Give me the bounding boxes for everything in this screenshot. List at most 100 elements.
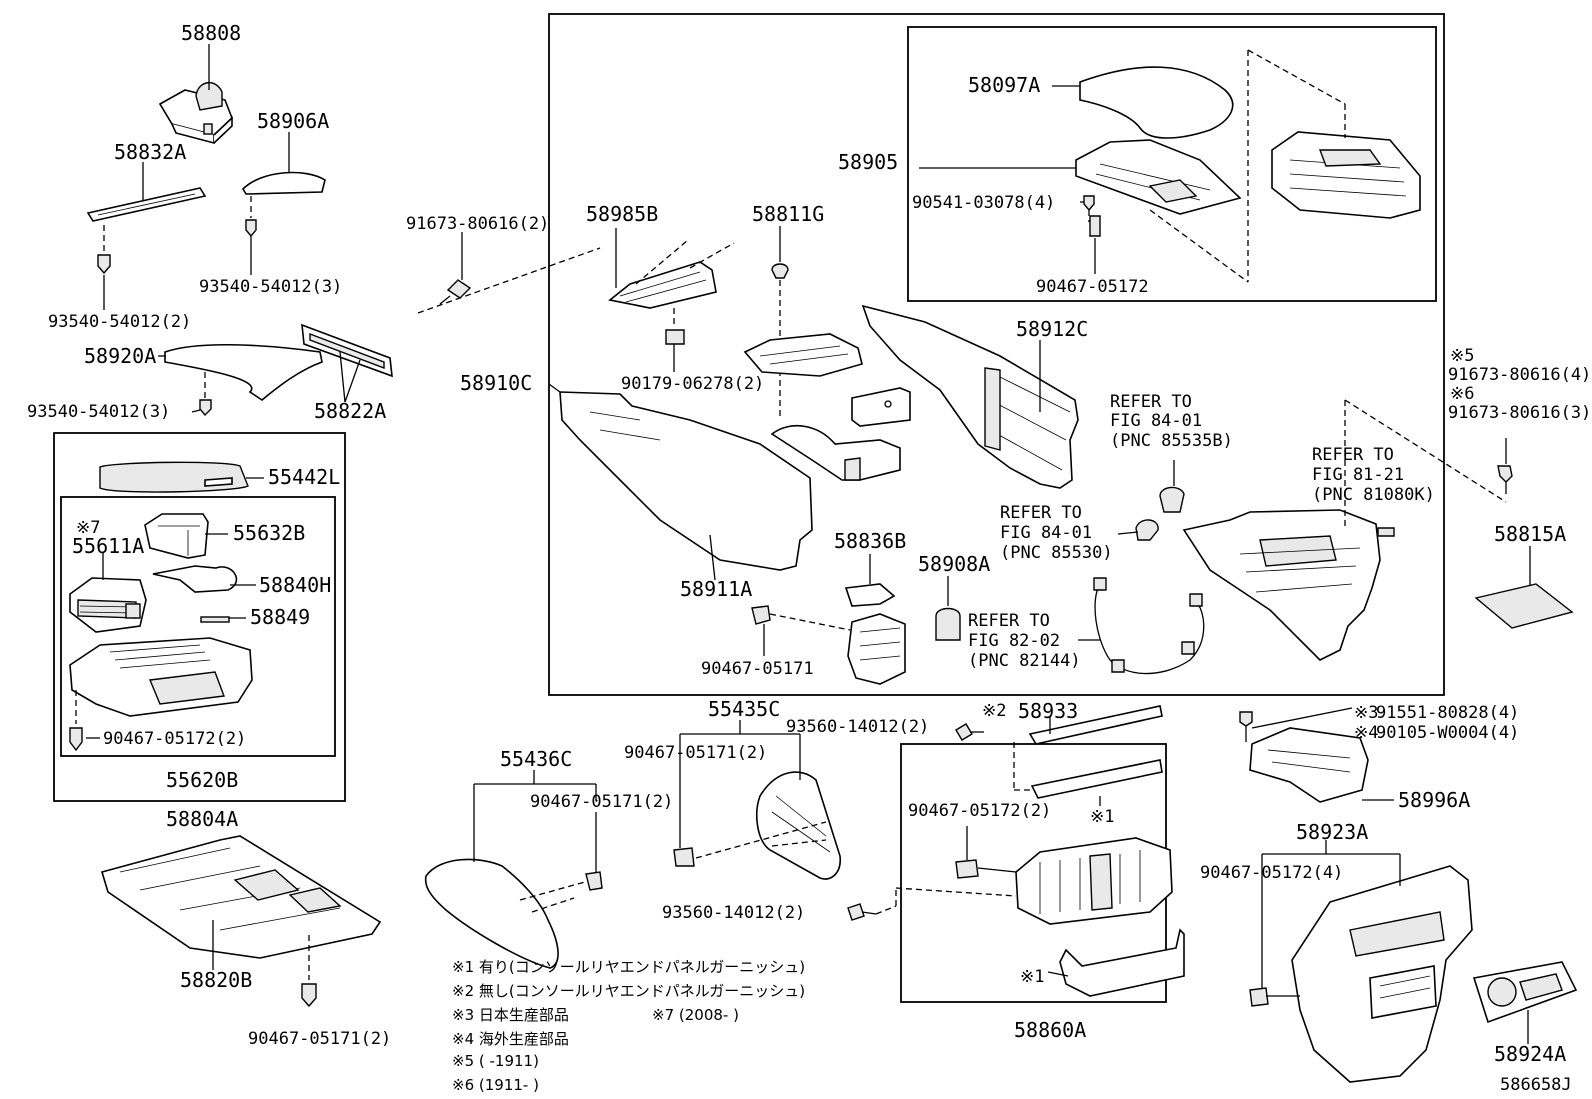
label-58860A[interactable]: 58860A [1014,1018,1086,1042]
refer-85530-line2[interactable]: FIG 84-01 [1000,523,1092,543]
label-58840H[interactable]: 58840H [259,573,331,597]
refer-85530-line1[interactable]: REFER TO [1000,503,1082,523]
note-3: ※3 日本生産部品 [452,1006,569,1024]
label-58985B[interactable]: 58985B [586,202,658,226]
cap-58906A-drawing [241,171,326,238]
label-91551-80828-4[interactable]: 91551-80828(4) [1376,703,1519,723]
label-90467-05171[interactable]: 90467-05171 [701,659,814,679]
refer-85535B-line3[interactable]: (PNC 85535B) [1110,431,1233,451]
lid-55436C-drawing [424,770,603,969]
label-58804A[interactable]: 58804A [166,807,238,831]
harness-82144-drawing [1078,577,1205,675]
label-58908A[interactable]: 58908A [918,552,990,576]
strip-58849-drawing [200,616,230,623]
label-90467-05171-2b[interactable]: 90467-05171(2) [624,743,767,763]
label-58905[interactable]: 58905 [838,150,898,174]
garnish-m1-drawing [1030,759,1163,806]
refer-82144-line3[interactable]: (PNC 82144) [968,651,1081,671]
label-93540-54012-3b[interactable]: 93540-54012(3) [27,402,170,422]
label-91673-80616-4[interactable]: 91673-80616(4) [1448,365,1591,385]
armrest-subassembly-frame [907,26,1437,302]
marker-m1a[interactable]: ※1 [1090,807,1114,827]
label-90467-05172-2b[interactable]: 90467-05172(2) [908,801,1051,821]
label-55436C[interactable]: 55436C [500,747,572,771]
note-7: ※7 (2008- ) [652,1006,739,1024]
label-58996A[interactable]: 58996A [1398,788,1470,812]
vent-58860A-drawing [955,826,1173,925]
note-6: ※6 (1911- ) [452,1076,539,1094]
label-58811G[interactable]: 58811G [752,202,824,226]
label-90467-05171-2c[interactable]: 90467-05171(2) [530,792,673,812]
label-58906A[interactable]: 58906A [257,109,329,133]
legend-notes: ※1 有り(コンソールリヤエンドパネルガーニッシュ) ※2 無し(コンソールリヤ… [452,958,805,1094]
label-58808[interactable]: 58808 [181,21,241,45]
label-58820B[interactable]: 58820B [180,968,252,992]
label-58924A[interactable]: 58924A [1494,1042,1566,1066]
trim-58920A-drawing [164,343,323,417]
refer-85535B-line1[interactable]: REFER TO [1110,392,1192,412]
label-55435C[interactable]: 55435C [708,697,780,721]
label-55611A[interactable]: 55611A [72,534,144,558]
label-93540-54012-3a[interactable]: 93540-54012(3) [199,277,342,297]
label-58832A[interactable]: 58832A [114,140,186,164]
leader-93540-3b [191,409,201,413]
label-58920A[interactable]: 58920A [84,344,156,368]
label-58933[interactable]: 58933 [1018,699,1078,723]
switch-58908A-drawing [935,576,961,641]
label-58911A[interactable]: 58911A [680,577,752,601]
label-90467-05171-2a[interactable]: 90467-05171(2) [248,1029,391,1049]
socket-85530-drawing [1117,519,1159,541]
marker-m1b[interactable]: ※1 [1020,967,1044,987]
label-58923A[interactable]: 58923A [1296,820,1368,844]
marker-m3[interactable]: ※3 [1354,703,1378,723]
label-93540-54012-2[interactable]: 93540-54012(2) [48,312,191,332]
label-90467-05172-4[interactable]: 90467-05172(4) [1200,863,1343,883]
refer-81080K-line2[interactable]: FIG 81-21 [1312,465,1404,485]
label-58097A[interactable]: 58097A [968,73,1040,97]
label-58910C[interactable]: 58910C [460,371,532,395]
mat-55442L-drawing [99,461,249,493]
label-55442L[interactable]: 55442L [268,465,340,489]
note-1: ※1 有り(コンソールリヤエンドパネルガーニッシュ) [452,958,805,976]
armrest-lid-58097A-drawing [1052,66,1234,139]
label-90105-W0004-4[interactable]: 90105-W0004(4) [1376,723,1519,743]
refer-85535B-line2[interactable]: FIG 84-01 [1110,411,1202,431]
label-90179-06278-2[interactable]: 90179-06278(2) [621,374,764,394]
marker-m6[interactable]: ※6 [1450,384,1474,404]
label-90467-05172[interactable]: 90467-05172 [1036,277,1149,297]
tray-55620B-drawing [69,637,253,752]
refer-81080K-line1[interactable]: REFER TO [1312,445,1394,465]
refer-85530-line3[interactable]: (PNC 85530) [1000,543,1113,563]
label-55620B[interactable]: 55620B [166,768,238,792]
note-4: ※4 海外生産部品 [452,1030,569,1048]
small-bracket-drawing [851,387,911,427]
marker-m4[interactable]: ※4 [1354,723,1378,743]
drawing-id: 586658J [1500,1075,1572,1095]
bolt-91673-right-drawing [1344,399,1513,503]
label-58836B[interactable]: 58836B [834,529,906,553]
armrest-base-drawing [919,139,1249,283]
label-90467-05172-2a[interactable]: 90467-05172(2) [103,729,246,749]
label-58849[interactable]: 58849 [250,605,310,629]
label-93560-14012-2b[interactable]: 93560-14012(2) [662,903,805,923]
label-91673-80616-2[interactable]: 91673-80616(2) [406,214,549,234]
marker-m5[interactable]: ※5 [1450,346,1474,366]
label-58815A[interactable]: 58815A [1494,522,1566,546]
marker-m7[interactable]: ※7 [76,518,100,538]
bolt-93560-bottom-drawing [847,887,1017,921]
bracket-55632B-drawing [144,513,209,559]
label-93560-14012-2a[interactable]: 93560-14012(2) [786,717,929,737]
marker-m2[interactable]: ※2 [982,701,1006,721]
refer-82144-line2[interactable]: FIG 82-02 [968,631,1060,651]
label-58912C[interactable]: 58912C [1016,317,1088,341]
label-91673-80616-3[interactable]: 91673-80616(3) [1448,403,1591,423]
label-55632B[interactable]: 55632B [233,521,305,545]
label-58822A[interactable]: 58822A [314,399,386,423]
main-assembly-frame [548,13,1445,696]
label-90541-03078-4[interactable]: 90541-03078(4) [912,193,1055,213]
refer-81080K-line3[interactable]: (PNC 81080K) [1312,485,1435,505]
base-58820B-drawing [100,835,382,1008]
refer-82144-line1[interactable]: REFER TO [968,611,1050,631]
panel-58911A-drawing [559,391,813,581]
mid-bracket-drawing [743,333,863,377]
